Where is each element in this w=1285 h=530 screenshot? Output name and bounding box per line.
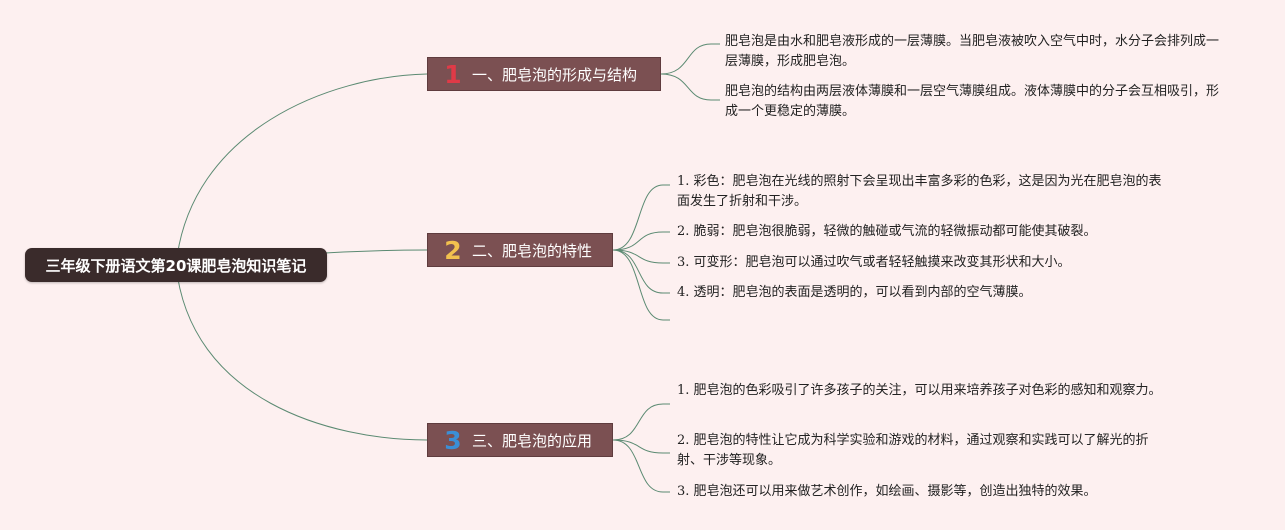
link-branch-2-leaf-0 — [612, 184, 670, 251]
leaf-art-creation[interactable]: 3. 肥皂泡还可以用来做艺术创作，如绘画、摄影等，创造出独特的效果。 — [677, 484, 1097, 499]
leaf-formation[interactable]: 肥皂泡是由水和肥皂液形成的一层薄膜。当肥皂液被吹入空气中时，水分子会排列成一层薄… — [725, 34, 1220, 69]
link-branch-2-leaf-3 — [612, 249, 670, 294]
link-branch-2-leaf-2 — [612, 249, 670, 264]
leaf-deformable[interactable]: 3. 可变形：肥皂泡可以通过吹气或者轻轻触摸来改变其形状和大小。 — [677, 255, 1071, 270]
branch-label: 二、肥皂泡的特性 — [472, 241, 593, 260]
leaf-structure[interactable]: 肥皂泡的结构由两层液体薄膜和一层空气薄膜组成。液体薄膜中的分子会互相吸引，形成一… — [725, 84, 1220, 119]
leaf-science-material[interactable]: 2. 肥皂泡的特性让它成为科学实验和游戏的材料，通过观察和实践可以了解光的折射、… — [677, 433, 1149, 468]
branch-label: 三、肥皂泡的应用 — [472, 431, 593, 450]
branch-applications[interactable]: 3 三、肥皂泡的应用 — [427, 423, 613, 457]
link-branch-1-leaf-a — [660, 43, 720, 75]
link-branch-2-leaf-4 — [612, 249, 670, 321]
branch-properties[interactable]: 2 二、肥皂泡的特性 — [427, 233, 613, 267]
link-root-branch-1 — [175, 73, 428, 266]
leaf-transparent[interactable]: 4. 透明：肥皂泡的表面是透明的，可以看到内部的空气薄膜。 — [677, 285, 1032, 300]
leaf-color-attraction[interactable]: 1. 肥皂泡的色彩吸引了许多孩子的关注，可以用来培养孩子对色彩的感知和观察力。 — [677, 383, 1162, 398]
link-branch-3-leaf-1 — [612, 439, 670, 454]
link-branch-2-leaf-1 — [612, 231, 670, 251]
branch-label: 一、肥皂泡的形成与结构 — [472, 65, 638, 84]
link-root-branch-3 — [175, 264, 428, 441]
link-branch-3-leaf-2 — [612, 439, 670, 493]
number-3-icon: 3 — [444, 425, 462, 455]
root-title: 三年级下册语文第20课肥皂泡知识笔记 — [45, 256, 307, 275]
leaf-colorful[interactable]: 1. 彩色：肥皂泡在光线的照射下会呈现出丰富多彩的色彩，这是因为光在肥皂泡的表面… — [677, 174, 1162, 209]
link-branch-1-leaf-b — [660, 73, 720, 101]
leaf-fragile[interactable]: 2. 脆弱：肥皂泡很脆弱，轻微的触碰或气流的轻微振动都可能使其破裂。 — [677, 224, 1097, 239]
root-node[interactable]: 三年级下册语文第20课肥皂泡知识笔记 — [25, 248, 327, 282]
link-branch-3-leaf-0 — [612, 403, 670, 441]
branch-formation-structure[interactable]: 1 一、肥皂泡的形成与结构 — [427, 57, 661, 91]
number-2-icon: 2 — [444, 235, 462, 265]
number-1-icon: 1 — [444, 59, 462, 89]
